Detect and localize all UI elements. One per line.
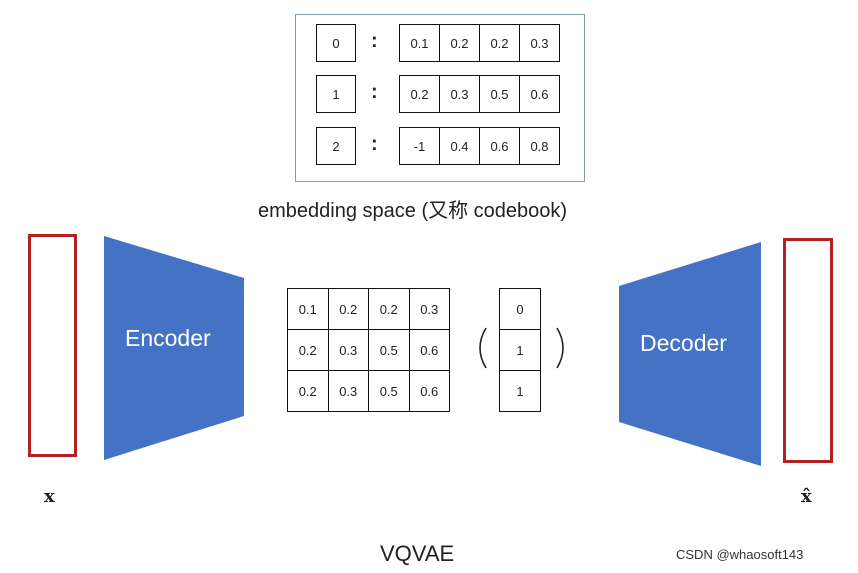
codebook-value-cell: 0.2 [439, 24, 480, 62]
watermark-text: CSDN @whaosoft143 [676, 547, 804, 562]
codebook-index-cell: 0 [316, 24, 356, 62]
codebook-value-cell: 0.3 [519, 24, 560, 62]
latent-cell: 0.5 [368, 370, 410, 412]
latent-cell: 0.2 [327, 288, 369, 330]
latent-cell: 0.6 [408, 329, 450, 371]
input-label: x [44, 486, 55, 507]
codebook-value-cell: 0.2 [399, 75, 440, 113]
latent-cell: 0.3 [408, 288, 450, 330]
codebook-separator: : [371, 81, 378, 103]
codebook-value-cell: 0.1 [399, 24, 440, 62]
latent-cell: 0.2 [287, 329, 329, 371]
codebook-value-cell: 0.8 [519, 127, 560, 165]
index-cell: 0 [499, 288, 541, 330]
right-paren-icon [556, 327, 564, 369]
diagram-title: VQVAE [380, 541, 455, 566]
latent-cell: 0.3 [327, 329, 369, 371]
index-cell: 1 [499, 329, 541, 371]
output-label: x̂ [801, 486, 812, 507]
latent-cell: 0.1 [287, 288, 329, 330]
latent-cell: 0.2 [368, 288, 410, 330]
decoder-block [619, 242, 761, 466]
latent-cell: 0.2 [287, 370, 329, 412]
codebook-value-cell: 0.6 [519, 75, 560, 113]
decoder-label: Decoder [640, 330, 727, 356]
codebook-value-cell: 0.3 [439, 75, 480, 113]
codebook-value-cell: 0.4 [439, 127, 480, 165]
encoder-block [104, 236, 244, 460]
codebook-caption: embedding space (又称 codebook) [258, 200, 568, 222]
codebook-value-cell: 0.2 [479, 24, 520, 62]
input-box [28, 234, 77, 457]
output-box [783, 238, 833, 463]
latent-cell: 0.6 [408, 370, 450, 412]
left-paren-icon [479, 327, 487, 369]
latent-cell: 0.5 [368, 329, 410, 371]
codebook-frame [295, 14, 585, 182]
encoder-label: Encoder [125, 325, 211, 351]
codebook-value-cell: -1 [399, 127, 440, 165]
codebook-separator: : [371, 133, 378, 155]
latent-cell: 0.3 [327, 370, 369, 412]
codebook-separator: : [371, 30, 378, 52]
codebook-value-cell: 0.6 [479, 127, 520, 165]
codebook-index-cell: 1 [316, 75, 356, 113]
codebook-index-cell: 2 [316, 127, 356, 165]
codebook-value-cell: 0.5 [479, 75, 520, 113]
index-cell: 1 [499, 370, 541, 412]
